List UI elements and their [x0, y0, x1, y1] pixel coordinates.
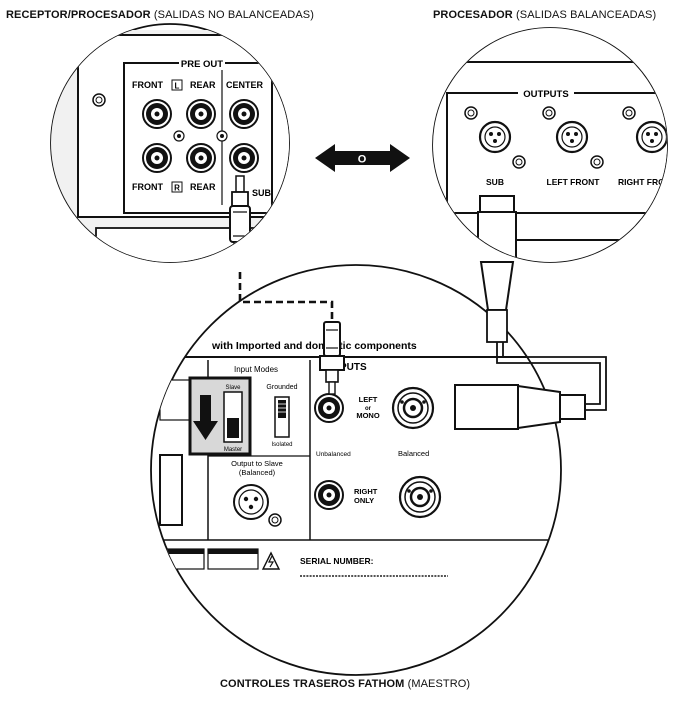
- rca-jack-sub-icon: [229, 143, 259, 173]
- warning-icon: [261, 551, 281, 570]
- xlr-plug-into-fathom-icon: [454, 384, 586, 430]
- rca-input-right-icon: [314, 480, 344, 510]
- xlr-screw-icon: [512, 155, 526, 169]
- caption-receiver-processor: RECEPTOR/PROCESADOR (SALIDAS NO BALANCEA…: [6, 9, 314, 21]
- rca-jack-front-right-icon: [142, 143, 172, 173]
- output-to-slave-label: Output to Slave: [231, 459, 283, 468]
- combo-input-left-icon: [391, 386, 435, 430]
- right-input-label: RIGHT: [354, 487, 378, 496]
- mono-input-label: MONO: [356, 411, 379, 420]
- panel-header-text: with Imported and domestic components: [211, 340, 417, 352]
- rca-jack-front-left-icon: [142, 99, 172, 129]
- caption-processor-rest: (SALIDAS BALANCEADAS): [516, 9, 657, 21]
- combo-input-right-icon: [398, 475, 442, 519]
- rca-cable-dashed: [238, 272, 334, 322]
- balanced-label: Balanced: [398, 449, 429, 458]
- rear-bottom-label: REAR: [190, 182, 216, 192]
- sub-output-label: SUB: [486, 177, 504, 187]
- left-front-output-label: LEFT FRONT: [547, 177, 601, 187]
- xlr-output-sub-icon: [478, 120, 512, 154]
- xlr-plug-icon: [477, 195, 517, 262]
- outputs-label: OUTPUTS: [523, 89, 568, 100]
- rca-jack-center-icon: [229, 99, 259, 129]
- rca-input-left-icon: [314, 393, 344, 423]
- xlr-screw-icon: [542, 106, 556, 120]
- serial-number-label: SERIAL NUMBER:: [300, 556, 374, 566]
- rca-jack-rear-left-icon: [186, 99, 216, 129]
- front-bottom-label: FRONT: [132, 182, 163, 192]
- fathom-zoom-circle: with Imported and domestic components In…: [150, 264, 562, 676]
- sub-out-label: SUB: [252, 188, 272, 198]
- caption-fathom-rest: (MAESTRO): [407, 678, 471, 690]
- caption-fathom-bold: CONTROLES TRASEROS FATHOM: [220, 678, 405, 690]
- xlr-screw-icon: [622, 106, 636, 120]
- front-top-label: FRONT: [132, 80, 163, 90]
- right-front-output-label: RIGHT FRONT: [618, 177, 674, 187]
- center-label: CENTER: [226, 80, 264, 90]
- arrow-down-icon: [193, 395, 218, 440]
- or-label: O: [358, 154, 367, 166]
- chassis-screw-icon: [92, 93, 106, 107]
- left-badge: L: [175, 82, 180, 91]
- caption-receiver-rest: (SALIDAS NO BALANCEADAS): [153, 9, 314, 21]
- or-input-label: or: [365, 406, 372, 412]
- caption-processor: PROCESADOR (SALIDAS BALANCEADAS): [433, 9, 656, 21]
- left-input-label: LEFT: [359, 395, 378, 404]
- master-label: Master: [224, 447, 242, 453]
- caption-receiver-bold: RECEPTOR/PROCESADOR: [6, 9, 151, 21]
- output-to-slave-balanced-label: (Balanced): [239, 468, 276, 477]
- inputs-label: INPUTS: [330, 362, 367, 373]
- slave-label: Slave: [225, 385, 241, 391]
- xlr-screw-icon: [590, 155, 604, 169]
- xlr-output-left-front-icon: [555, 120, 589, 154]
- input-modes-label: Input Modes: [234, 365, 278, 374]
- pre-out-label: PRE OUT: [181, 59, 223, 70]
- receiver-zoom-circle: PRE OUT FRONT L REAR CENTER FRONT R REAR: [50, 23, 290, 263]
- xlr-cable: [479, 261, 607, 411]
- rca-plug-into-fathom-icon: [319, 321, 345, 395]
- caption-fathom-rear-controls: CONTROLES TRASEROS FATHOM (MAESTRO): [220, 678, 470, 690]
- rear-top-label: REAR: [190, 80, 216, 90]
- only-input-label: ONLY: [354, 496, 374, 505]
- isolated-label: Isolated: [271, 442, 292, 448]
- caption-processor-bold: PROCESADOR: [433, 9, 513, 21]
- xlr-output-to-slave-icon: [233, 484, 269, 520]
- xlr-output-right-front-icon: [635, 120, 667, 154]
- rca-jack-rear-right-icon: [186, 143, 216, 173]
- right-badge: R: [174, 184, 180, 193]
- or-double-arrow-icon: [315, 144, 410, 172]
- unbalanced-label: Unbalanced: [316, 451, 351, 458]
- xlr-screw-icon: [464, 106, 478, 120]
- processor-zoom-circle: OUTPUTS SUB LEFT FRONT RIGHT FRONT: [432, 27, 674, 263]
- output-screw-icon: [268, 513, 282, 527]
- grounded-label: Grounded: [266, 384, 297, 391]
